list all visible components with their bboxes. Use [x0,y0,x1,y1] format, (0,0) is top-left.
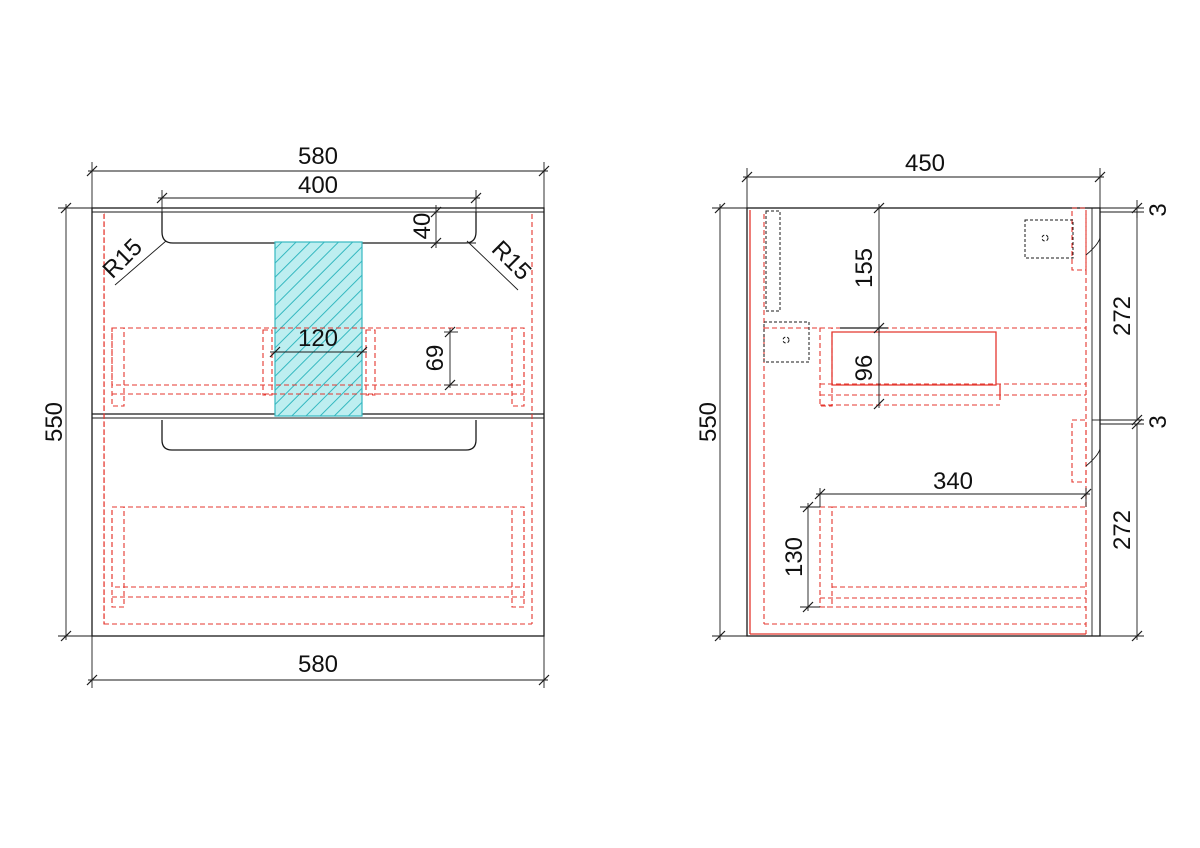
dim-front-width-top: 580 [298,143,338,170]
dim-gap-middle: 3 [1145,415,1172,428]
dim-basin-width: 400 [298,172,338,199]
dim-drawer-front-top: 272 [1109,296,1136,336]
dim-front-height: 550 [41,402,68,442]
side-upper-drawer-hidden [819,327,833,407]
dim-basin-depth: 40 [409,213,436,240]
dim-drawer-depth: 69 [422,345,449,372]
front-view: 580 400 40 R15 R15 120 69 [41,143,550,688]
dim-upper-offset: 155 [851,248,878,288]
side-cabinet-outline [746,207,1101,637]
dim-radius-left: R15 [98,234,148,284]
lower-handle-recess [161,420,477,451]
dim-radius-right: R15 [486,236,536,286]
dim-cutout-width: 120 [298,325,338,352]
lower-drawer-hidden [111,506,525,588]
side-view: 450 155 96 3 272 3 272 [695,150,1172,642]
dim-side-depth: 450 [905,150,945,177]
wall-bracket-right [1024,219,1074,259]
front-cabinet-outline [91,207,545,637]
dim-drawer-front-bottom: 272 [1109,510,1136,550]
dim-upper-drawer-height: 96 [851,355,878,382]
dim-gap-top: 3 [1145,203,1172,216]
wall-bracket-upper-left [765,210,781,312]
side-lower-drawer-hidden [819,506,833,608]
dim-front-width-bottom: 580 [298,651,338,678]
dim-side-height: 550 [695,402,722,442]
dim-lower-drawer-height: 130 [781,537,808,577]
dim-lower-drawer-length: 340 [933,468,973,495]
wall-bracket-lower-left [763,321,810,363]
plumbing-cutout [274,241,363,417]
